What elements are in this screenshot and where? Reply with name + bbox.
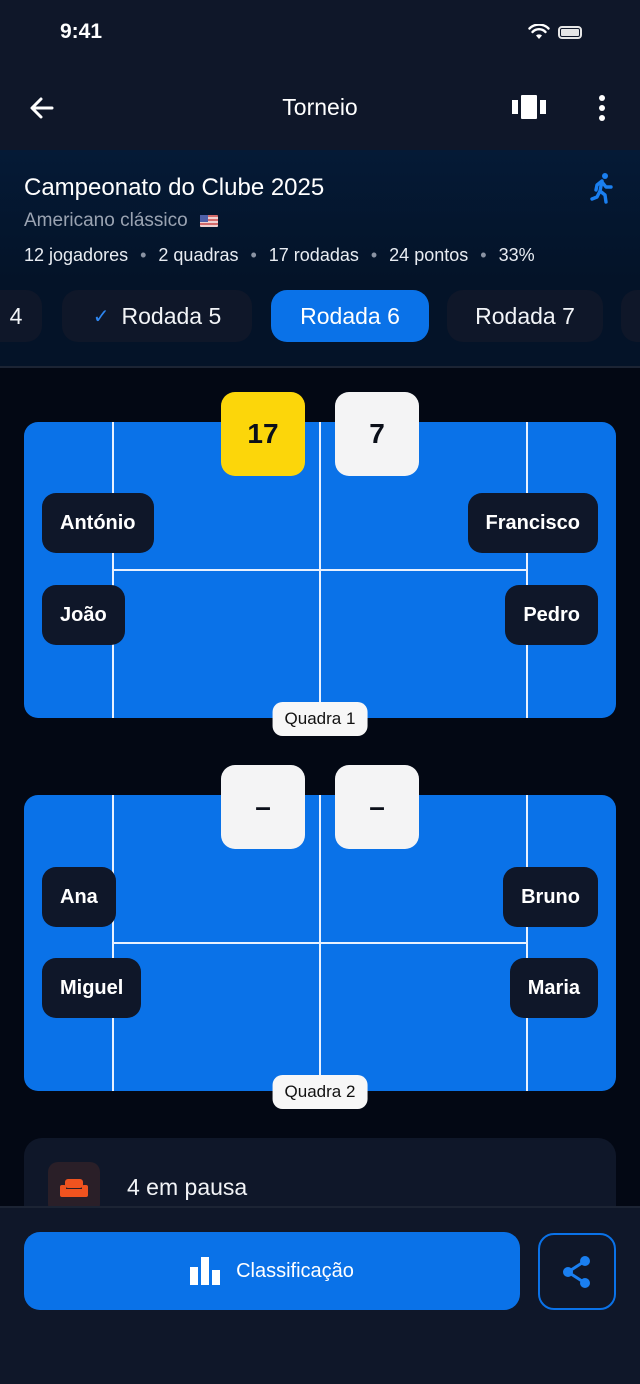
running-person-icon[interactable] — [588, 172, 616, 204]
court-1: 17 7 António João Francisco Pedro Quadra… — [24, 392, 616, 736]
score-team-right[interactable]: 7 — [335, 392, 419, 476]
round-selector: 4 ✓ Rodada 5 Rodada 6 Rodada 7 — [0, 280, 640, 366]
divider — [0, 366, 640, 368]
round-label: Rodada 7 — [475, 302, 575, 329]
paused-count: 4 em pausa — [127, 1174, 248, 1200]
bottom-action-bar: Classificação — [0, 1206, 640, 1384]
round-chip-8[interactable] — [621, 290, 640, 342]
player-chip[interactable]: João — [42, 585, 125, 645]
meta-points: 24 pontos — [389, 245, 469, 265]
bullet-separator: • — [370, 245, 378, 265]
player-chip[interactable]: Miguel — [42, 958, 142, 1018]
more-options-icon[interactable] — [590, 92, 614, 124]
bullet-separator: • — [140, 245, 147, 265]
player-chip[interactable]: António — [42, 493, 154, 553]
check-icon: ✓ — [92, 305, 110, 328]
score-team-left[interactable]: 17 — [221, 392, 305, 476]
player-chip[interactable]: Maria — [509, 958, 598, 1018]
score-team-left[interactable]: – — [221, 765, 305, 849]
ranking-label: Classificação — [236, 1259, 354, 1282]
format-label: Americano clássico — [24, 210, 188, 231]
meta-progress: 33% — [498, 245, 535, 265]
round-chip-5[interactable]: ✓ Rodada 5 — [62, 290, 252, 342]
round-chip-7[interactable]: Rodada 7 — [447, 290, 603, 342]
tournament-title: Campeonato do Clube 2025 — [24, 174, 325, 201]
tournament-meta: 12 jogadores • 2 quadras • 17 rodadas • 24 … — [24, 245, 535, 266]
sofa-icon — [48, 1162, 100, 1214]
us-flag-icon — [199, 215, 218, 227]
court-label: Quadra 2 — [272, 1075, 368, 1109]
round-label: Rodada 5 — [121, 302, 222, 329]
round-chip-4[interactable]: 4 — [0, 290, 42, 342]
round-chip-6[interactable]: Rodada 6 — [271, 290, 429, 342]
player-chip[interactable]: Pedro — [505, 585, 598, 645]
score-team-right[interactable]: – — [335, 765, 419, 849]
tournament-format: Americano clássico — [24, 210, 218, 232]
bullet-separator: • — [250, 245, 257, 265]
ranking-button[interactable]: Classificação — [24, 1232, 520, 1310]
round-label: 4 — [9, 302, 23, 329]
player-chip[interactable]: Bruno — [503, 867, 598, 927]
battery-icon — [558, 25, 582, 39]
status-time: 9:41 — [60, 20, 103, 43]
meta-courts: 2 quadras — [158, 245, 239, 265]
wifi-icon — [528, 24, 550, 39]
player-chip[interactable]: Francisco — [467, 493, 598, 553]
share-button[interactable] — [538, 1233, 616, 1310]
back-arrow-icon[interactable] — [26, 92, 58, 124]
tournament-header: Campeonato do Clube 2025 Americano cláss… — [0, 150, 640, 280]
status-icons — [528, 24, 582, 40]
top-bar: 9:41 Torneio — [0, 0, 640, 150]
meta-players: 12 jogadores — [24, 245, 129, 265]
round-label: Rodada 6 — [300, 302, 400, 329]
court-2: – – Ana Miguel Bruno Maria Quadra 2 — [24, 765, 616, 1109]
player-chip[interactable]: Ana — [42, 867, 116, 927]
meta-rounds: 17 rodadas — [268, 245, 359, 265]
court-service-line — [112, 942, 528, 944]
court-service-line — [112, 569, 528, 571]
bar-chart-icon — [190, 1257, 221, 1285]
court-view-icon[interactable] — [512, 94, 546, 120]
page-title: Torneio — [282, 94, 358, 120]
bullet-separator: • — [480, 245, 487, 265]
share-icon — [563, 1255, 590, 1288]
nav-row: Torneio — [0, 78, 640, 138]
court-label: Quadra 1 — [272, 702, 368, 736]
